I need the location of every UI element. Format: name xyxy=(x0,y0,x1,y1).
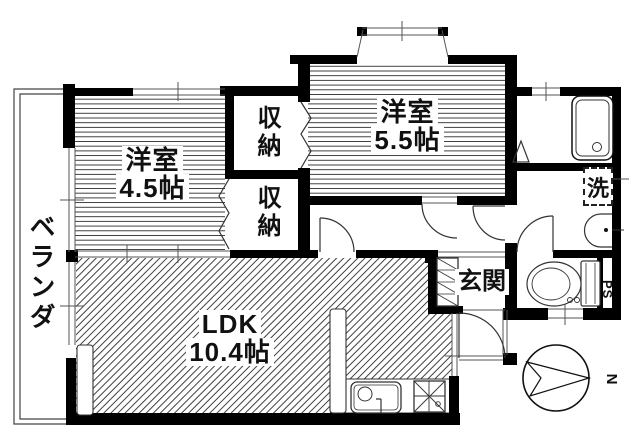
entrance-door-icon xyxy=(458,312,506,359)
closet-door-icon xyxy=(218,101,312,250)
bathtub-icon xyxy=(571,95,614,161)
ldk-door-icon xyxy=(319,217,355,253)
kitchen-partition xyxy=(329,308,347,414)
compass-icon xyxy=(522,344,592,412)
toilet-door-icon xyxy=(516,215,554,253)
fixtures xyxy=(76,95,624,416)
bath-folding-door-icon xyxy=(512,139,530,163)
doors xyxy=(319,139,554,359)
shoe-cabinet-icon xyxy=(436,257,459,307)
washroom-door-icon xyxy=(472,205,506,241)
bedroom-door-icon xyxy=(421,203,458,239)
washbasin-icon xyxy=(583,213,624,248)
western-room-5-5-floor xyxy=(308,64,505,196)
toilet-icon xyxy=(526,260,601,307)
walls xyxy=(63,27,621,425)
balcony-window-panel xyxy=(76,344,94,416)
western-room-4-5-floor xyxy=(75,96,225,250)
stove-icon xyxy=(413,380,446,413)
kitchen-sink-icon xyxy=(350,381,402,414)
room-floor-hatches xyxy=(75,64,505,413)
windows xyxy=(60,21,629,376)
veranda-outline xyxy=(13,88,70,425)
laundry-space: 洗 xyxy=(583,167,613,206)
